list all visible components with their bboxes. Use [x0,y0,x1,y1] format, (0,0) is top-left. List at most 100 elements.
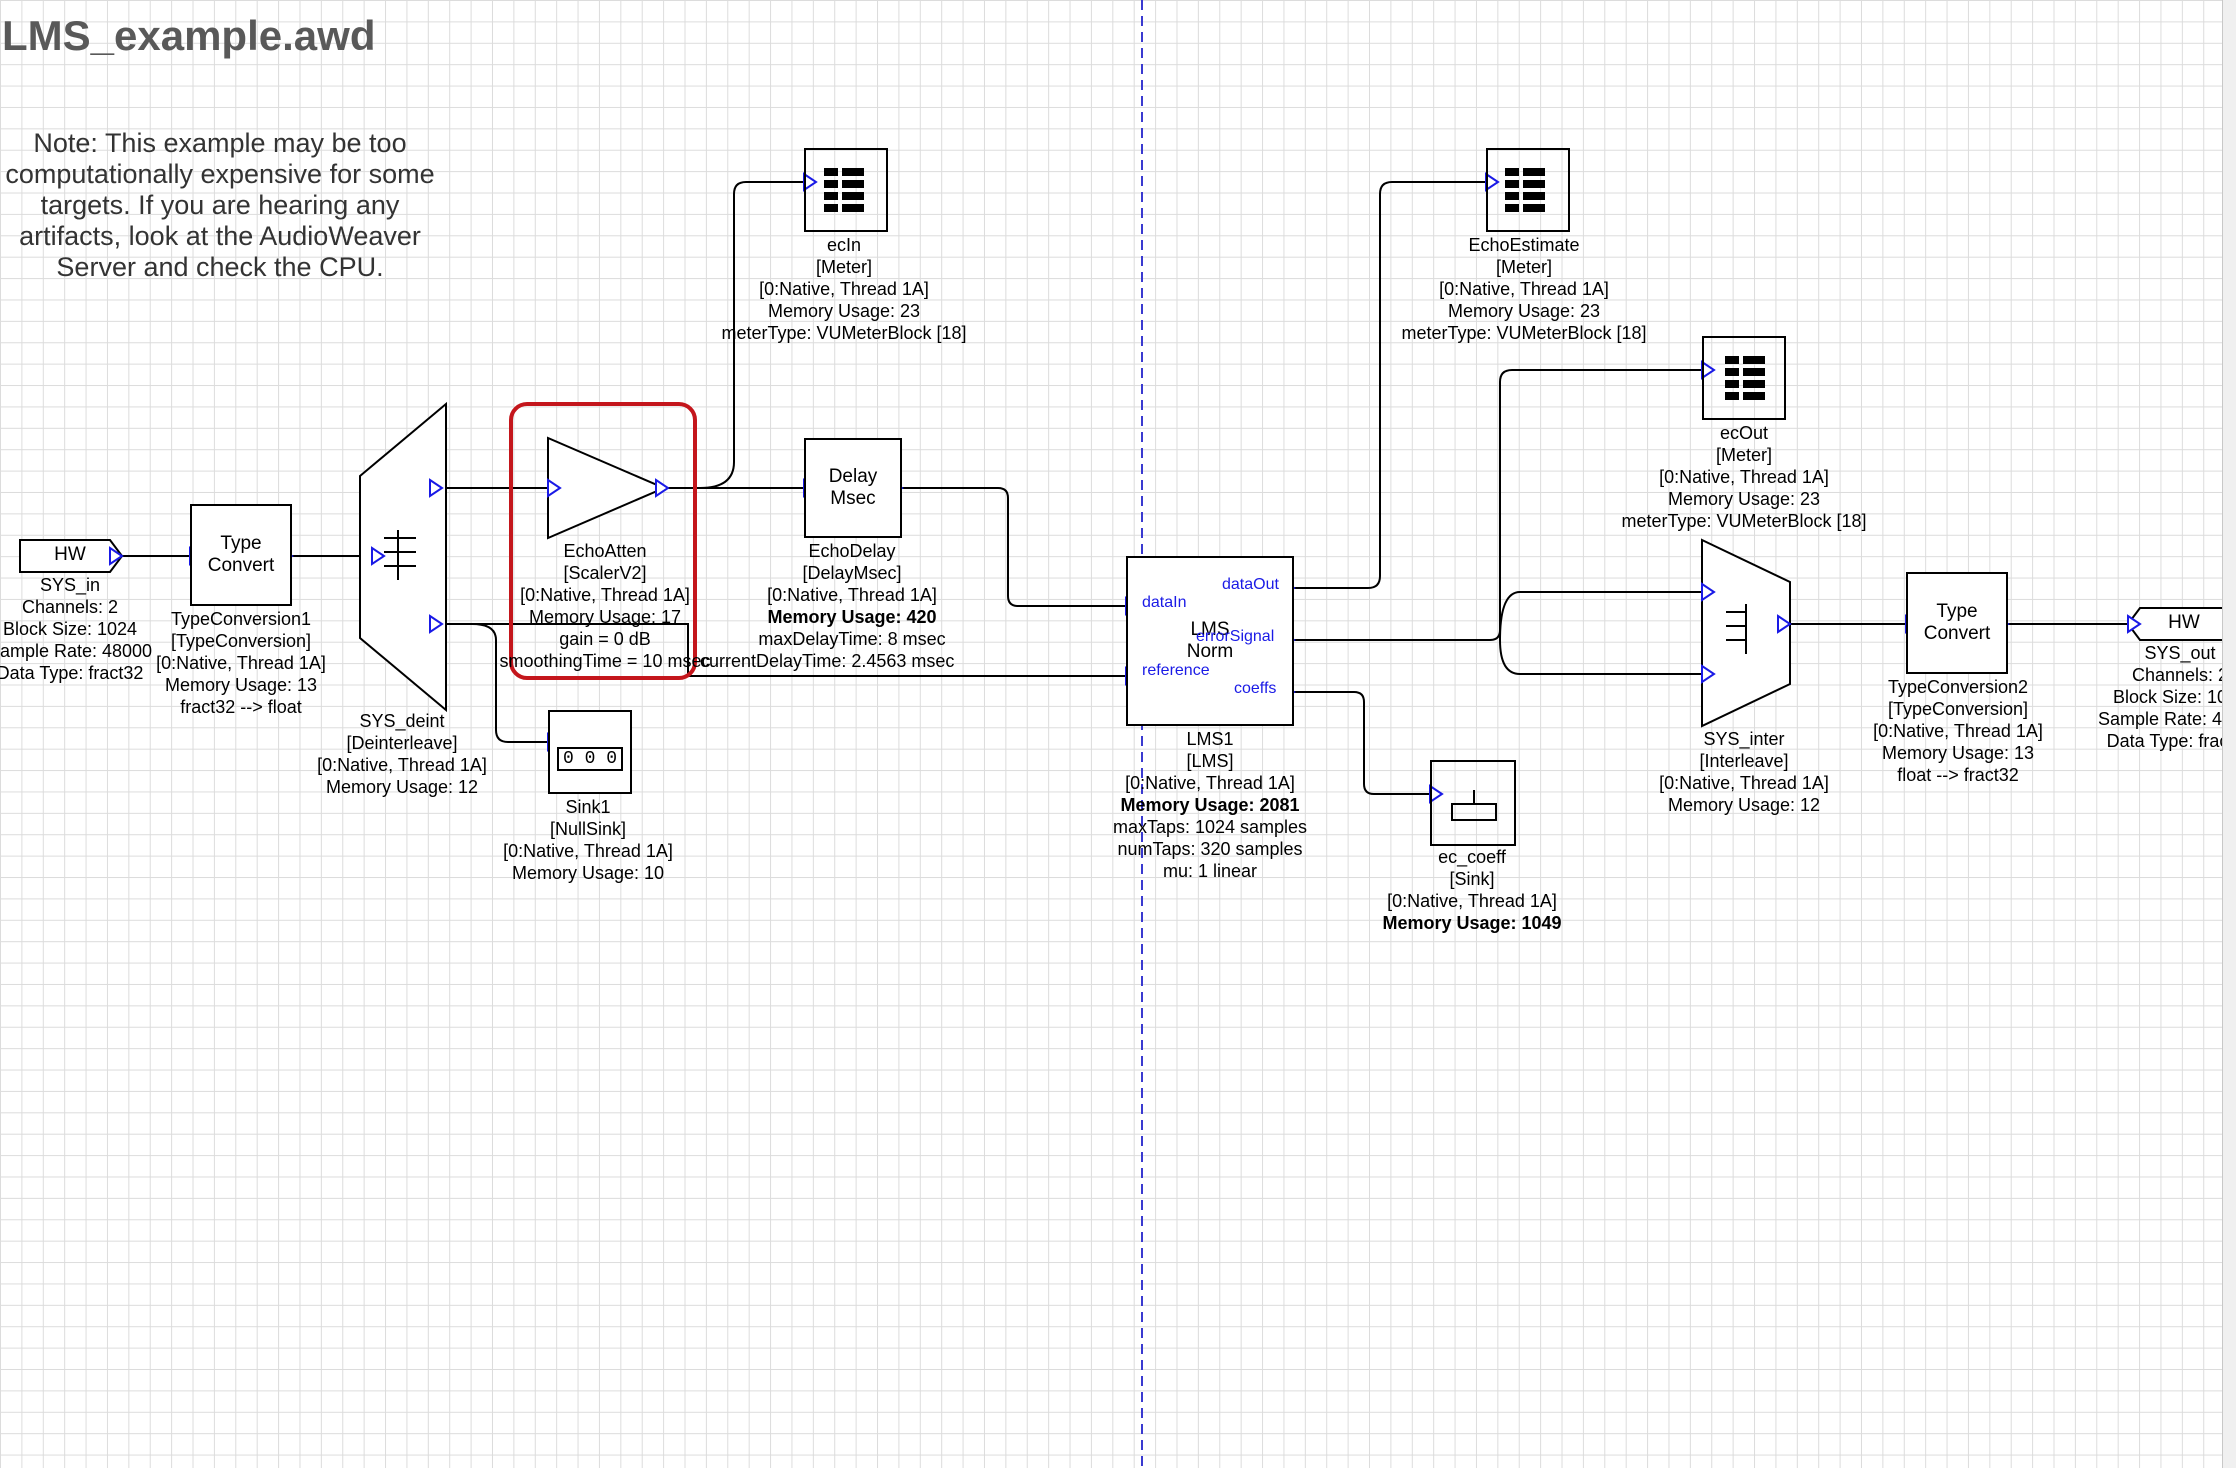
sys-inter-label: SYS_inter [Interleave] [0:Native, Thread… [1659,728,1829,816]
lms1-label: LMS1 [LMS] [0:Native, Thread 1A] Memory … [1113,728,1307,882]
sys-inter-memory: Memory Usage: 12 [1667,795,1821,815]
sys-out-label[interactable]: SYS_out Channels: 2 Block Size: 1024 Sam… [2098,642,2236,752]
sys-deint-block[interactable] [360,404,446,710]
sink1-memory: Memory Usage: 10 [511,863,665,883]
ec-coeff-label: ec_coeff [Sink] [0:Native, Thread 1A] Me… [1382,846,1561,934]
typeconversion1-conversion: fract32 --> float [180,697,302,717]
sys-in-label[interactable]: SYS_in Channels: 2 Block Size: 1024 Samp… [0,574,152,684]
echodelay-maxdelay: maxDelayTime: 8 msec [758,629,946,649]
lms1-block[interactable]: LMS Norm [1126,556,1294,726]
typeconversion2-thread: [0:Native, Thread 1A] [1873,721,2043,741]
ecout-block[interactable] [1702,336,1786,420]
lms1-pin-errorsignal: errorSignal [1196,628,1275,645]
typeconversion2-label: TypeConversion2 [TypeConversion] [0:Nati… [1873,676,2043,786]
echoatten-thread: [0:Native, Thread 1A] [520,585,690,605]
lms1-symbol: LMS Norm [1186,619,1234,662]
typeconversion1-block[interactable]: Type Convert [190,504,292,606]
lms1-type: [LMS] [1186,751,1234,771]
ec-coeff-name: ec_coeff [1438,847,1506,867]
sys-inter-name: SYS_inter [1703,729,1785,749]
echodelay-name: EchoDelay [808,541,896,561]
ec-coeff-block[interactable] [1430,760,1516,846]
echoatten-type: [ScalerV2] [563,563,647,583]
echoatten-memory: Memory Usage: 17 [528,607,682,627]
sys-inter-thread: [0:Native, Thread 1A] [1659,773,1829,793]
ecout-name: ecOut [1719,423,1769,443]
sys-in-blocksize: Block Size: 1024 [2,619,138,639]
typeconversion1-label: TypeConversion1 [TypeConversion] [0:Nati… [156,608,326,718]
lms1-pin-reference: reference [1142,662,1210,679]
ecin-memory: Memory Usage: 23 [767,301,921,321]
sys-in-datatype: Data Type: fract32 [0,663,144,683]
echodelay-thread: [0:Native, Thread 1A] [767,585,937,605]
wire-error-inter2 [1499,639,1702,675]
lms1-pin-datain: dataIn [1142,594,1187,611]
typeconversion1-thread: [0:Native, Thread 1A] [156,653,326,673]
echoatten-name: EchoAtten [563,541,647,561]
sys-deint-type: [Deinterleave] [346,733,458,753]
echoatten-smoothing: smoothingTime = 10 msec [499,651,711,671]
sink1-label: Sink1 [NullSink] [0:Native, Thread 1A] M… [503,796,673,884]
sys-in-samplerate: Sample Rate: 48000 [0,641,153,661]
sys-out-channels: Channels: 2 [2131,665,2229,685]
echoestimate-label: EchoEstimate [Meter] [0:Native, Thread 1… [1401,234,1646,344]
sink1-block[interactable]: 0 0 0 [548,710,632,794]
echoatten-label: EchoAtten [ScalerV2] [0:Native, Thread 1… [500,540,711,672]
echoestimate-type: [Meter] [1495,257,1552,277]
typeconversion2-name: TypeConversion2 [1887,677,2029,697]
ecin-metertype: meterType: VUMeterBlock [18] [721,323,967,343]
lms1-numtaps: numTaps: 320 samples [1117,839,1303,859]
echoestimate-block[interactable] [1486,148,1570,232]
lms1-pin-dataout: dataOut [1222,576,1279,593]
document-title: LMS_example.awd [2,12,376,59]
echoatten-block[interactable] [548,438,666,538]
vertical-scrollbar[interactable] [2222,0,2236,1468]
typeconversion2-symbol: Type Convert [1923,601,1991,644]
typeconversion2-type: [TypeConversion] [1887,699,2029,719]
ecout-metertype: meterType: VUMeterBlock [18] [1621,511,1867,531]
lms1-pin-coeffs: coeffs [1234,680,1277,697]
echoestimate-memory: Memory Usage: 23 [1447,301,1601,321]
ecin-thread: [0:Native, Thread 1A] [759,279,929,299]
comment-note: Note: This example may be too computatio… [5,128,435,282]
ecout-type: [Meter] [1715,445,1772,465]
ecout-label: ecOut [Meter] [0:Native, Thread 1A] Memo… [1621,422,1866,532]
lms1-memory: Memory Usage: 2081 [1120,795,1300,815]
echoestimate-name: EchoEstimate [1468,235,1580,255]
ec-coeff-thread: [0:Native, Thread 1A] [1387,891,1557,911]
typeconversion2-block[interactable]: Type Convert [1906,572,2008,674]
lms1-thread: [0:Native, Thread 1A] [1125,773,1295,793]
echoatten-gain: gain = 0 dB [559,629,651,649]
ecout-thread: [0:Native, Thread 1A] [1659,467,1829,487]
sink1-symbol: 0 0 0 [556,747,623,771]
sys-out-name: SYS_out [2144,643,2216,663]
lms1-name: LMS1 [1186,729,1234,749]
ecin-type: [Meter] [815,257,872,277]
sys-in-symbol: HW [54,544,86,565]
typeconversion1-symbol: Type Convert [207,533,275,576]
sink1-name: Sink1 [565,797,611,817]
ecin-name: ecIn [826,235,862,255]
echodelay-block[interactable]: Delay Msec [804,438,902,538]
sink1-type: [NullSink] [549,819,627,839]
sys-out-symbol: HW [2168,612,2200,633]
ec-coeff-type: [Sink] [1449,869,1495,889]
typeconversion1-type: [TypeConversion] [170,631,312,651]
echodelay-type: [DelayMsec] [802,563,902,583]
echodelay-current-delay: currentDelayTime: 2.4563 msec [700,651,955,671]
sys-deint-label: SYS_deint [Deinterleave] [0:Native, Thre… [317,710,487,798]
echodelay-memory: Memory Usage: 420 [767,607,937,627]
typeconversion2-conversion: float --> fract32 [1897,765,2019,785]
echodelay-symbol: Delay Msec [828,466,878,509]
sys-in-name: SYS_in [39,575,101,595]
selection-highlight [509,402,697,680]
sink1-thread: [0:Native, Thread 1A] [503,841,673,861]
lms1-maxtaps: maxTaps: 1024 samples [1112,817,1308,837]
ecout-memory: Memory Usage: 23 [1667,489,1821,509]
sys-inter-block[interactable] [1702,540,1790,726]
wire-error-inter1 [1499,591,1702,641]
ecin-block[interactable] [804,148,888,232]
echoestimate-thread: [0:Native, Thread 1A] [1439,279,1609,299]
sys-out-datatype: Data Type: fract32 [2106,731,2236,751]
sys-inter-type: [Interleave] [1699,751,1789,771]
